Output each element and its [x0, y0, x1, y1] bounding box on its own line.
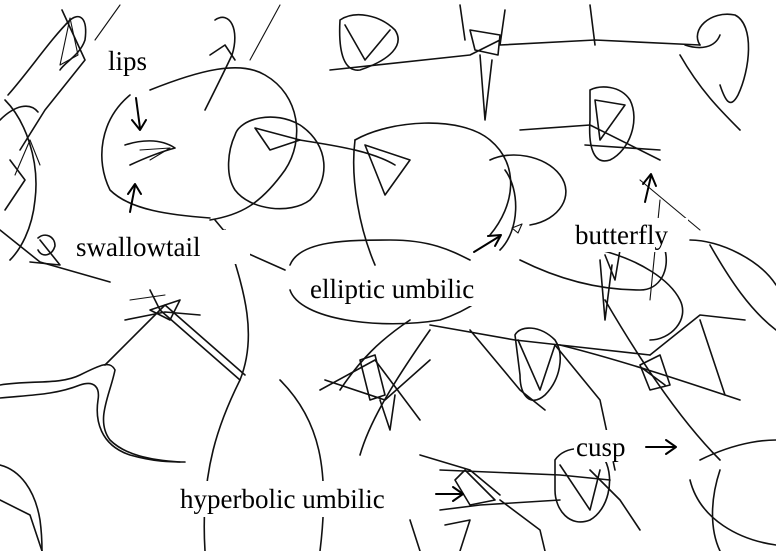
label-cusp: cusp	[576, 432, 626, 462]
swallowtail-up-arrow	[128, 184, 141, 212]
hyperbolic-umbilic-arrow	[436, 487, 463, 501]
catastrophe-labels: lips swallowtail elliptic umbilic butter…	[76, 46, 668, 514]
label-butterfly: butterfly	[575, 220, 668, 250]
lips-down-arrow	[132, 98, 146, 130]
cusp-right-arrow	[646, 440, 676, 454]
label-lips: lips	[108, 46, 147, 76]
label-swallowtail: swallowtail	[76, 232, 200, 262]
label-elliptic-umbilic: elliptic umbilic	[310, 274, 474, 304]
elliptic-umbilic-arrow	[474, 235, 501, 252]
label-hyperbolic-umbilic: hyperbolic umbilic	[180, 484, 385, 514]
